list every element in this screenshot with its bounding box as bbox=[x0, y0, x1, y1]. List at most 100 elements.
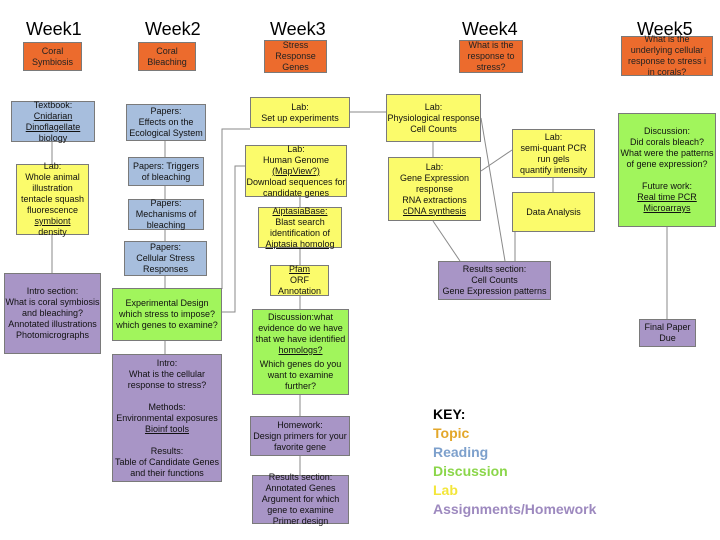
box-text: Download sequences for bbox=[246, 176, 346, 187]
lab-gene-expression: Lab: Gene Expression response RNA extrac… bbox=[388, 157, 481, 221]
week3-heading: Week3 bbox=[270, 19, 326, 39]
box-text: illustration bbox=[32, 183, 73, 193]
box-text: Papers: Triggers bbox=[132, 160, 200, 171]
box-text: bleaching bbox=[146, 220, 186, 230]
topic-text: Coral bbox=[156, 45, 178, 56]
box-text: Table of Candidate Genes bbox=[114, 456, 220, 467]
lab-data-analysis: Data Analysis bbox=[512, 192, 595, 232]
lab-set-up-experiments: Lab: Set up experiments bbox=[250, 97, 350, 128]
key-item-topic: Topic bbox=[433, 425, 470, 441]
topic-text: Stress bbox=[282, 40, 309, 50]
box-text: Results: bbox=[150, 445, 184, 456]
box-text: Lab: bbox=[425, 161, 444, 172]
box-text: response to stress? bbox=[127, 379, 207, 390]
box-text: Lab: bbox=[544, 131, 563, 142]
box-text: Gene Expression bbox=[399, 172, 470, 183]
box-text: Microarrays bbox=[643, 203, 691, 213]
box-text: Intro: bbox=[156, 357, 178, 368]
box-text: Data Analysis bbox=[526, 206, 581, 217]
box-text: Bioinf tools bbox=[144, 423, 190, 434]
box-text: Physiological response bbox=[387, 112, 480, 123]
box-text: Cellular Stress bbox=[136, 253, 195, 263]
key-item-assignments: Assignments/Homework bbox=[433, 501, 597, 517]
box-text: Methods: bbox=[148, 401, 186, 412]
box-text: gene to examine bbox=[267, 505, 334, 515]
box-text: Mechanisms of bbox=[135, 209, 197, 219]
lab-aiptasiabase: AiptasiaBase: Blast search identificatio… bbox=[258, 206, 342, 249]
box-text: Final Paper bbox=[644, 322, 691, 332]
box-text: Set up experiments bbox=[261, 112, 339, 123]
box-text: Lab: bbox=[43, 161, 62, 171]
box-text: cDNA synthesis bbox=[402, 205, 467, 216]
box-text: biology bbox=[38, 132, 68, 143]
box-text: Blast search bbox=[275, 216, 325, 227]
experimental-design-discussion: Experimental Design which stress to impo… bbox=[112, 288, 222, 341]
intro-section-assignment: Intro section: What is coral symbiosis a… bbox=[4, 273, 101, 354]
homologs-discussion: Discussion:what evidence do we have that… bbox=[252, 309, 349, 395]
box-text: homologs? bbox=[278, 345, 323, 355]
box-text: evidence do we have bbox=[258, 323, 343, 333]
topic-coral-symbiosis: Coral Symbiosis bbox=[23, 42, 82, 71]
papers-triggers-reading: Papers: Triggers of bleaching bbox=[128, 157, 204, 186]
box-text: Lab: bbox=[424, 101, 443, 112]
lab-pfam-orf: Pfam ORF Annotation bbox=[270, 264, 329, 296]
box-text: Papers: bbox=[150, 106, 182, 116]
box-text: Pfam bbox=[288, 264, 310, 274]
box-text: further? bbox=[284, 381, 317, 391]
box-text: Results section: bbox=[268, 472, 333, 482]
topic-coral-bleaching: Coral Bleaching bbox=[138, 42, 196, 71]
box-text: Design primers for your bbox=[253, 430, 347, 441]
box-text: (MapView?) bbox=[272, 165, 320, 176]
box-text: Future work: bbox=[641, 181, 692, 191]
box-text: Homework: bbox=[277, 419, 323, 430]
box-text: quantify intensity bbox=[519, 164, 588, 175]
textbook-reading: Textbook: Cnidarian Dinoflagellate biolo… bbox=[11, 100, 95, 143]
homework-design-primers: Homework: Design primers for your favori… bbox=[250, 416, 350, 456]
box-text: Real time PCR bbox=[637, 192, 697, 202]
box-text: Discussion:what bbox=[267, 312, 334, 322]
topic-response-to-stress: What is the response to stress? bbox=[459, 40, 523, 73]
box-text: density bbox=[38, 227, 67, 237]
box-text: run gels bbox=[537, 153, 570, 164]
box-text: What is the cellular bbox=[128, 368, 206, 379]
box-text: that we have identified bbox=[255, 334, 346, 344]
topic-text: What is the bbox=[644, 34, 690, 44]
key-title: KEY: bbox=[433, 406, 466, 422]
box-text: response bbox=[415, 183, 454, 194]
box-text: Annotated Genes bbox=[265, 483, 336, 493]
week4-heading: Week4 bbox=[462, 19, 518, 39]
box-text: Aiptasia homolog bbox=[265, 238, 335, 249]
box-text: Primer design bbox=[272, 516, 329, 526]
box-text: symbiont bbox=[34, 216, 71, 226]
final-paper-due: Final Paper Due bbox=[639, 319, 696, 347]
papers-cellular-stress-reading: Papers: Cellular Stress Responses bbox=[124, 241, 207, 276]
lab-whole-animal: Lab: Whole animal illustration tentacle … bbox=[16, 161, 89, 237]
box-text: RNA extractions bbox=[402, 194, 467, 205]
topic-text: Coral bbox=[41, 45, 64, 56]
box-text: Papers: bbox=[150, 198, 182, 208]
topic-text: underlying cellular bbox=[630, 45, 704, 55]
topic-text: response to stress i bbox=[627, 56, 707, 66]
box-text: Whole animal bbox=[25, 172, 80, 182]
topic-text: Symbiosis bbox=[31, 56, 73, 67]
box-text: Environmental exposures bbox=[116, 412, 218, 423]
box-text: Intro section: bbox=[26, 286, 79, 296]
topic-text: stress? bbox=[476, 62, 506, 72]
key-item-reading: Reading bbox=[433, 444, 489, 460]
box-text: Lab: bbox=[287, 143, 305, 154]
topic-text: Genes bbox=[282, 62, 309, 72]
box-text: fluorescence bbox=[26, 205, 79, 215]
papers-effects-reading: Papers: Effects on the Ecological System bbox=[126, 104, 206, 141]
box-text: Ecological System bbox=[129, 128, 203, 138]
topic-text: Response bbox=[275, 51, 316, 61]
box-text: Discussion: bbox=[643, 126, 690, 136]
week2-heading: Week2 bbox=[145, 19, 201, 39]
box-text: Annotated illustrations bbox=[8, 319, 97, 329]
box-text: want to examine bbox=[267, 370, 334, 380]
topic-text: in corals? bbox=[647, 67, 687, 77]
topic-underlying-cellular-response: What is the underlying cellular response… bbox=[621, 34, 713, 77]
topic-text: Bleaching bbox=[147, 56, 187, 67]
box-text: favorite gene bbox=[273, 441, 327, 452]
results-section-cell-counts: Results section: Cell Counts Gene Expres… bbox=[438, 261, 551, 300]
